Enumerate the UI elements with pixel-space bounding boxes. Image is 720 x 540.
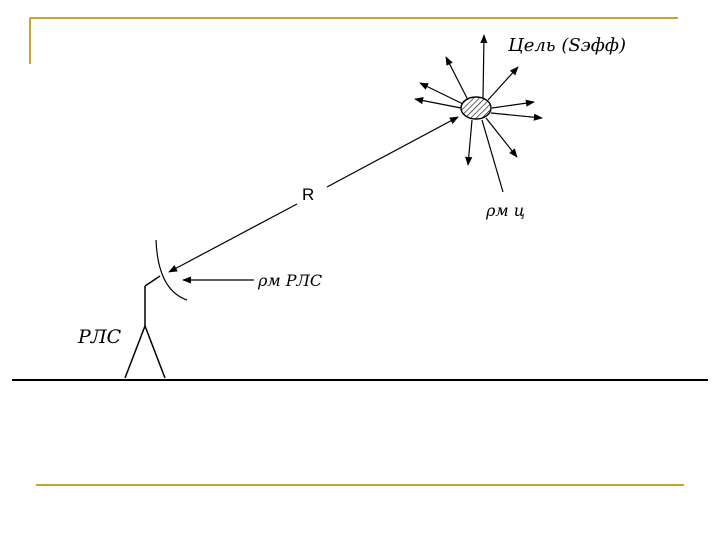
radar-tripod	[124, 323, 166, 379]
scatter-arrow-upper-left	[445, 56, 469, 101]
scatter-arrow-upper-right	[487, 66, 519, 101]
scatter-arrows	[414, 34, 543, 193]
target-pattern-leader	[481, 119, 504, 193]
scatter-arrow-right-low	[490, 112, 543, 121]
scatter-arrow-left-high	[419, 82, 464, 105]
radar-pattern-label: ρм РЛС	[257, 271, 322, 290]
radar-station	[124, 239, 188, 379]
range-label: R	[302, 185, 314, 204]
scatter-arrow-right	[491, 99, 535, 109]
target-pattern-label: ρм ц	[485, 201, 525, 220]
scatter-arrow-down-right	[485, 117, 518, 158]
range-line	[168, 116, 459, 273]
slide-frame	[29, 17, 684, 486]
range-segment-lower	[168, 203, 298, 273]
target-body	[460, 96, 492, 120]
scatter-arrow-down-left	[465, 119, 473, 166]
target	[414, 34, 543, 193]
target-label: Цель (Sэфф)	[507, 35, 626, 56]
scatter-arrow-left	[414, 97, 462, 109]
radar-label: РЛС	[77, 326, 122, 348]
radar-dish	[155, 239, 188, 301]
radar-feed-arm	[144, 275, 161, 287]
scatter-arrow-up	[480, 34, 488, 100]
range-segment-upper	[326, 116, 459, 188]
